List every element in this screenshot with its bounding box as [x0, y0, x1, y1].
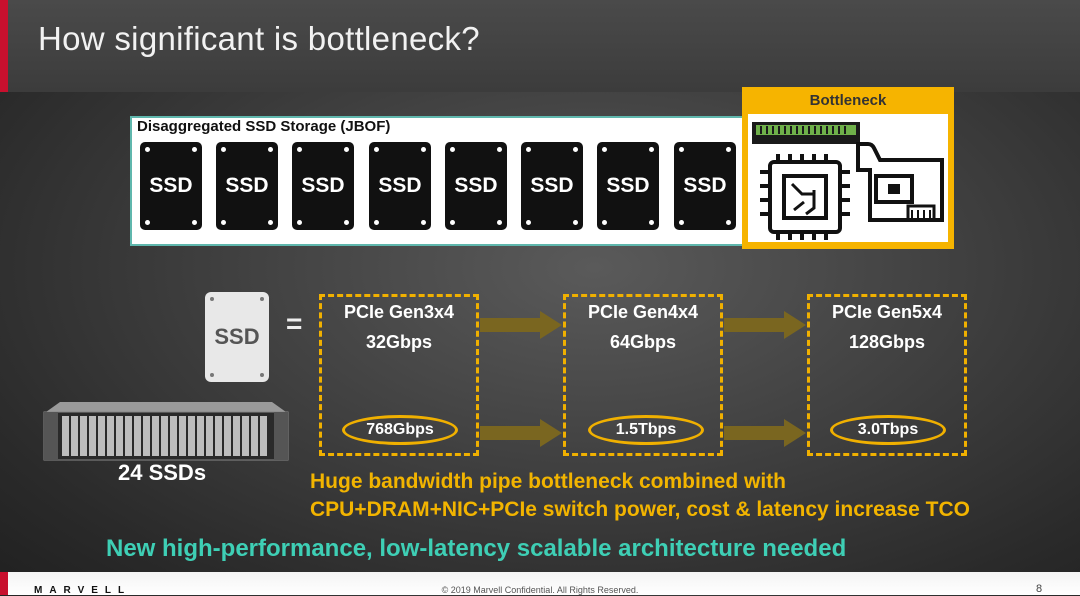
jbof-label: Disaggregated SSD Storage (JBOF): [137, 118, 391, 135]
note-line-2: CPU+DRAM+NIC+PCIe switch power, cost & l…: [310, 498, 970, 521]
ssd-chip-label: SSD: [301, 174, 345, 197]
ssd-chip: SSD: [445, 142, 507, 230]
gen3-total-oval: 768Gbps: [342, 415, 458, 445]
ssd-chip: SSD: [674, 142, 736, 230]
slide-title: How significant is bottleneck?: [38, 20, 480, 57]
equals-sign: =: [286, 308, 303, 339]
gen3-box: [319, 294, 479, 456]
ssd-chip: SSD: [521, 142, 583, 230]
gen5-total-oval: 3.0Tbps: [830, 415, 946, 445]
ssd-chip-label: SSD: [606, 174, 650, 197]
ssd-chip: SSD: [369, 142, 431, 230]
arrow-shaft: [724, 318, 786, 332]
gen4-name: PCIe Gen4x4: [587, 302, 699, 322]
call-to-action: New high-performance, low-latency scalab…: [106, 535, 847, 562]
ssd-chip-label: SSD: [225, 174, 269, 197]
copyright: © 2019 Marvell Confidential. All Rights …: [441, 585, 639, 595]
note-line-1: Huge bandwidth pipe bottleneck combined …: [310, 470, 787, 493]
page-number: 8: [1036, 583, 1043, 595]
cpu-icon: [760, 154, 850, 240]
arrow-right-icon: [540, 419, 562, 447]
footer-bar: [0, 572, 1080, 595]
ssd-chip-label: SSD: [149, 174, 193, 197]
arrow-right-icon: [784, 311, 806, 339]
ssd-chip: SSD: [140, 142, 202, 230]
arrow-shaft: [480, 426, 542, 440]
arrow-shaft: [480, 318, 542, 332]
arrow-shaft: [724, 426, 786, 440]
title-accent-bar: [0, 0, 8, 92]
server-components-icon: [752, 122, 944, 240]
bottleneck-label: Bottleneck: [809, 92, 887, 109]
dram-icon: [752, 122, 860, 144]
ssd-chip-label: SSD: [378, 174, 422, 197]
title-bar: [0, 0, 1080, 92]
gen4-total-oval: 1.5Tbps: [588, 415, 704, 445]
ssd-chip: SSD: [292, 142, 354, 230]
gen5-name: PCIe Gen5x4: [831, 302, 943, 322]
arrow-right-icon: [784, 419, 806, 447]
ssd-chip-label: SSD: [683, 174, 727, 197]
ssd-chip: SSD: [216, 142, 278, 230]
gen3-name: PCIe Gen3x4: [343, 302, 455, 322]
gen4-box: [563, 294, 723, 456]
gen5-rate: 128Gbps: [848, 332, 926, 352]
ssd-large-label: SSD: [214, 324, 260, 349]
server-chassis-image: [43, 402, 289, 461]
ssd-chip-label: SSD: [530, 174, 574, 197]
ssd-chip: SSD: [597, 142, 659, 230]
gen3-rate: 32Gbps: [365, 332, 433, 352]
ssd-chip-label: SSD: [454, 174, 498, 197]
footer-accent: [0, 572, 8, 595]
server-label: 24 SSDs: [118, 460, 207, 485]
gen5-box: [807, 294, 967, 456]
gen4-rate: 64Gbps: [609, 332, 677, 352]
ssd-large-icon: SSD: [205, 292, 269, 382]
nic-card-icon: [856, 142, 944, 222]
brand-logo: MARVELL: [34, 585, 132, 596]
arrow-right-icon: [540, 311, 562, 339]
